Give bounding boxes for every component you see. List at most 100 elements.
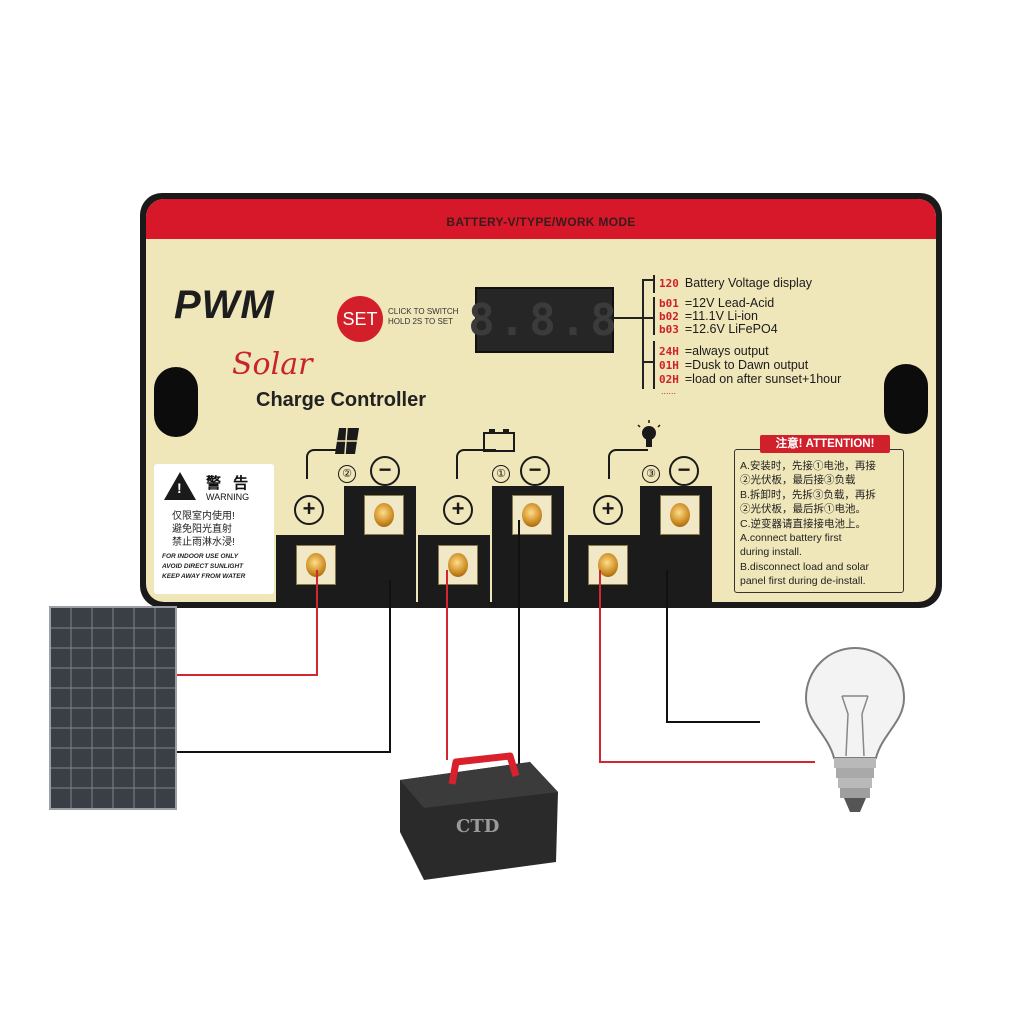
legend-type-1: b01 =12V Lead-Acid — [659, 296, 774, 310]
terminal-battery-positive[interactable] — [438, 545, 478, 585]
warning-title-en: WARNING — [206, 492, 250, 502]
mount-hole-left — [154, 367, 198, 437]
battery: CTD — [400, 752, 560, 887]
legend-code: b02 — [659, 310, 679, 323]
terminal-number-load: ③ — [642, 465, 660, 483]
legend-mode-2: 01H =Dusk to Dawn output — [659, 358, 808, 372]
warning-line: 仅限室内使用! — [172, 511, 235, 522]
product-name: Charge Controller — [256, 389, 427, 411]
warning-label: 警 告 WARNING 仅限室内使用! 避免阳光直射 禁止雨淋水浸! FOR I… — [154, 464, 274, 594]
legend-text: =Dusk to Dawn output — [684, 358, 809, 372]
attention-title: 注意! ATTENTION! — [760, 435, 890, 453]
brand-title: PWM — [174, 283, 275, 327]
wire-load-positive — [599, 570, 815, 763]
legend-text: =12V Lead-Acid — [684, 296, 775, 310]
attention-line: A.connect battery first — [740, 532, 842, 545]
set-hint-line: CLICK TO SWITCH — [388, 307, 459, 316]
legend-connector — [642, 317, 654, 319]
legend-code: 01H — [659, 359, 679, 372]
warning-line: AVOID DIRECT SUNLIGHT — [162, 563, 244, 570]
light-bulb-icon — [804, 646, 906, 812]
led-display: 8.8.8 — [468, 287, 617, 353]
minus-sign: − — [520, 456, 550, 486]
legend-connector — [653, 297, 655, 335]
attention-line: B.disconnect load and solar — [740, 560, 869, 573]
terminal-solar-negative[interactable] — [364, 495, 404, 535]
warning-line: KEEP AWAY FROM WATER — [162, 573, 246, 580]
screw-icon — [306, 553, 326, 577]
legend-text: =always output — [684, 344, 769, 358]
warning-line: FOR INDOOR USE ONLY — [162, 553, 239, 560]
legend-connector — [653, 341, 655, 389]
battery-bracket — [456, 449, 496, 479]
screw-icon — [448, 553, 468, 577]
terminal-load-positive[interactable] — [588, 545, 628, 585]
terminal-load-negative[interactable] — [660, 495, 700, 535]
warning-lines-en: FOR INDOOR USE ONLY AVOID DIRECT SUNLIGH… — [162, 552, 245, 582]
light-bulb — [800, 644, 910, 829]
screw-icon — [374, 503, 394, 527]
warning-lines-cn: 仅限室内使用! 避免阳光直射 禁止雨淋水浸! — [172, 510, 235, 549]
legend-code: b03 — [659, 323, 679, 336]
screw-icon — [522, 503, 542, 527]
legend-more: ...... — [661, 386, 677, 396]
plus-sign: + — [593, 495, 623, 525]
legend-mode-3: 02H =load on after sunset+1hour — [659, 372, 841, 386]
solar-grid-icon — [51, 608, 175, 808]
attention-line: ②光伏板，最后接③负载 — [740, 474, 856, 487]
warning-line: 避免阳光直射 — [172, 524, 232, 535]
legend-type-2: b02 =11.1V Li-ion — [659, 309, 758, 323]
plus-sign: + — [443, 495, 473, 525]
band-title: BATTERY-V/TYPE/WORK MODE — [446, 215, 636, 229]
legend-text: =11.1V Li-ion — [684, 309, 758, 323]
screw-icon — [598, 553, 618, 577]
legend-text: =load on after sunset+1hour — [684, 372, 842, 386]
set-hint-line: HOLD 2S TO SET — [388, 317, 454, 326]
plus-sign: + — [294, 495, 324, 525]
attention-line: panel first during de-install. — [740, 575, 866, 588]
legend-mode-1: 24H =always output — [659, 344, 769, 358]
attention-line: ②光伏板，最后拆①电池。 — [740, 503, 866, 516]
legend-type-3: b03 =12.6V LiFePO4 — [659, 322, 778, 336]
legend-text: Battery Voltage display — [684, 276, 813, 290]
set-button[interactable]: SET — [337, 296, 383, 342]
controller-faceplate: BATTERY-V/TYPE/WORK MODE PWM Solar Charg… — [146, 199, 936, 602]
battery-icon — [483, 429, 515, 452]
legend-code: b01 — [659, 297, 679, 310]
load-bracket — [608, 449, 648, 479]
mount-hole-right — [884, 364, 928, 434]
battery-brand: CTD — [456, 816, 499, 837]
product-line: Solar — [232, 347, 313, 382]
legend-text: =12.6V LiFePO4 — [684, 322, 778, 336]
solar-panel — [49, 606, 177, 810]
attention-line: A.安装时，先接①电池，再接 — [740, 460, 876, 472]
legend-code: 120 — [659, 277, 679, 290]
screw-icon — [670, 503, 690, 527]
top-band — [146, 199, 936, 239]
legend-code: 24H — [659, 345, 679, 358]
legend-connector — [653, 275, 655, 293]
warning-line: 禁止雨淋水浸! — [172, 537, 235, 548]
solar-bracket — [306, 449, 344, 479]
legend-voltage: 120 Battery Voltage display — [659, 276, 812, 290]
minus-sign: − — [370, 456, 400, 486]
attention-line: during install. — [740, 546, 802, 559]
legend-code: 02H — [659, 373, 679, 386]
minus-sign: − — [669, 456, 699, 486]
terminal-number-solar: ② — [338, 465, 356, 483]
attention-line: B.拆卸时，先拆③负载，再拆 — [740, 488, 876, 501]
set-hint: CLICK TO SWITCH HOLD 2S TO SET — [388, 307, 458, 327]
wire-load-negative — [666, 570, 760, 723]
legend-connector — [642, 361, 654, 363]
warning-title-cn: 警 告 — [206, 475, 253, 492]
car-battery-icon: CTD — [400, 752, 558, 880]
attention-lines: A.安装时，先接①电池，再接 ②光伏板，最后接③负载 B.拆卸时，先拆③负载，再… — [740, 459, 876, 589]
wire-solar-positive — [172, 570, 318, 676]
wire-solar-negative — [172, 580, 391, 753]
legend-connector — [612, 317, 642, 319]
legend-connector — [642, 279, 644, 389]
attention-line: C.逆变器请直接接电池上。 — [740, 517, 866, 530]
lightbulb-icon — [637, 420, 661, 447]
terminal-number-battery: ① — [492, 465, 510, 483]
